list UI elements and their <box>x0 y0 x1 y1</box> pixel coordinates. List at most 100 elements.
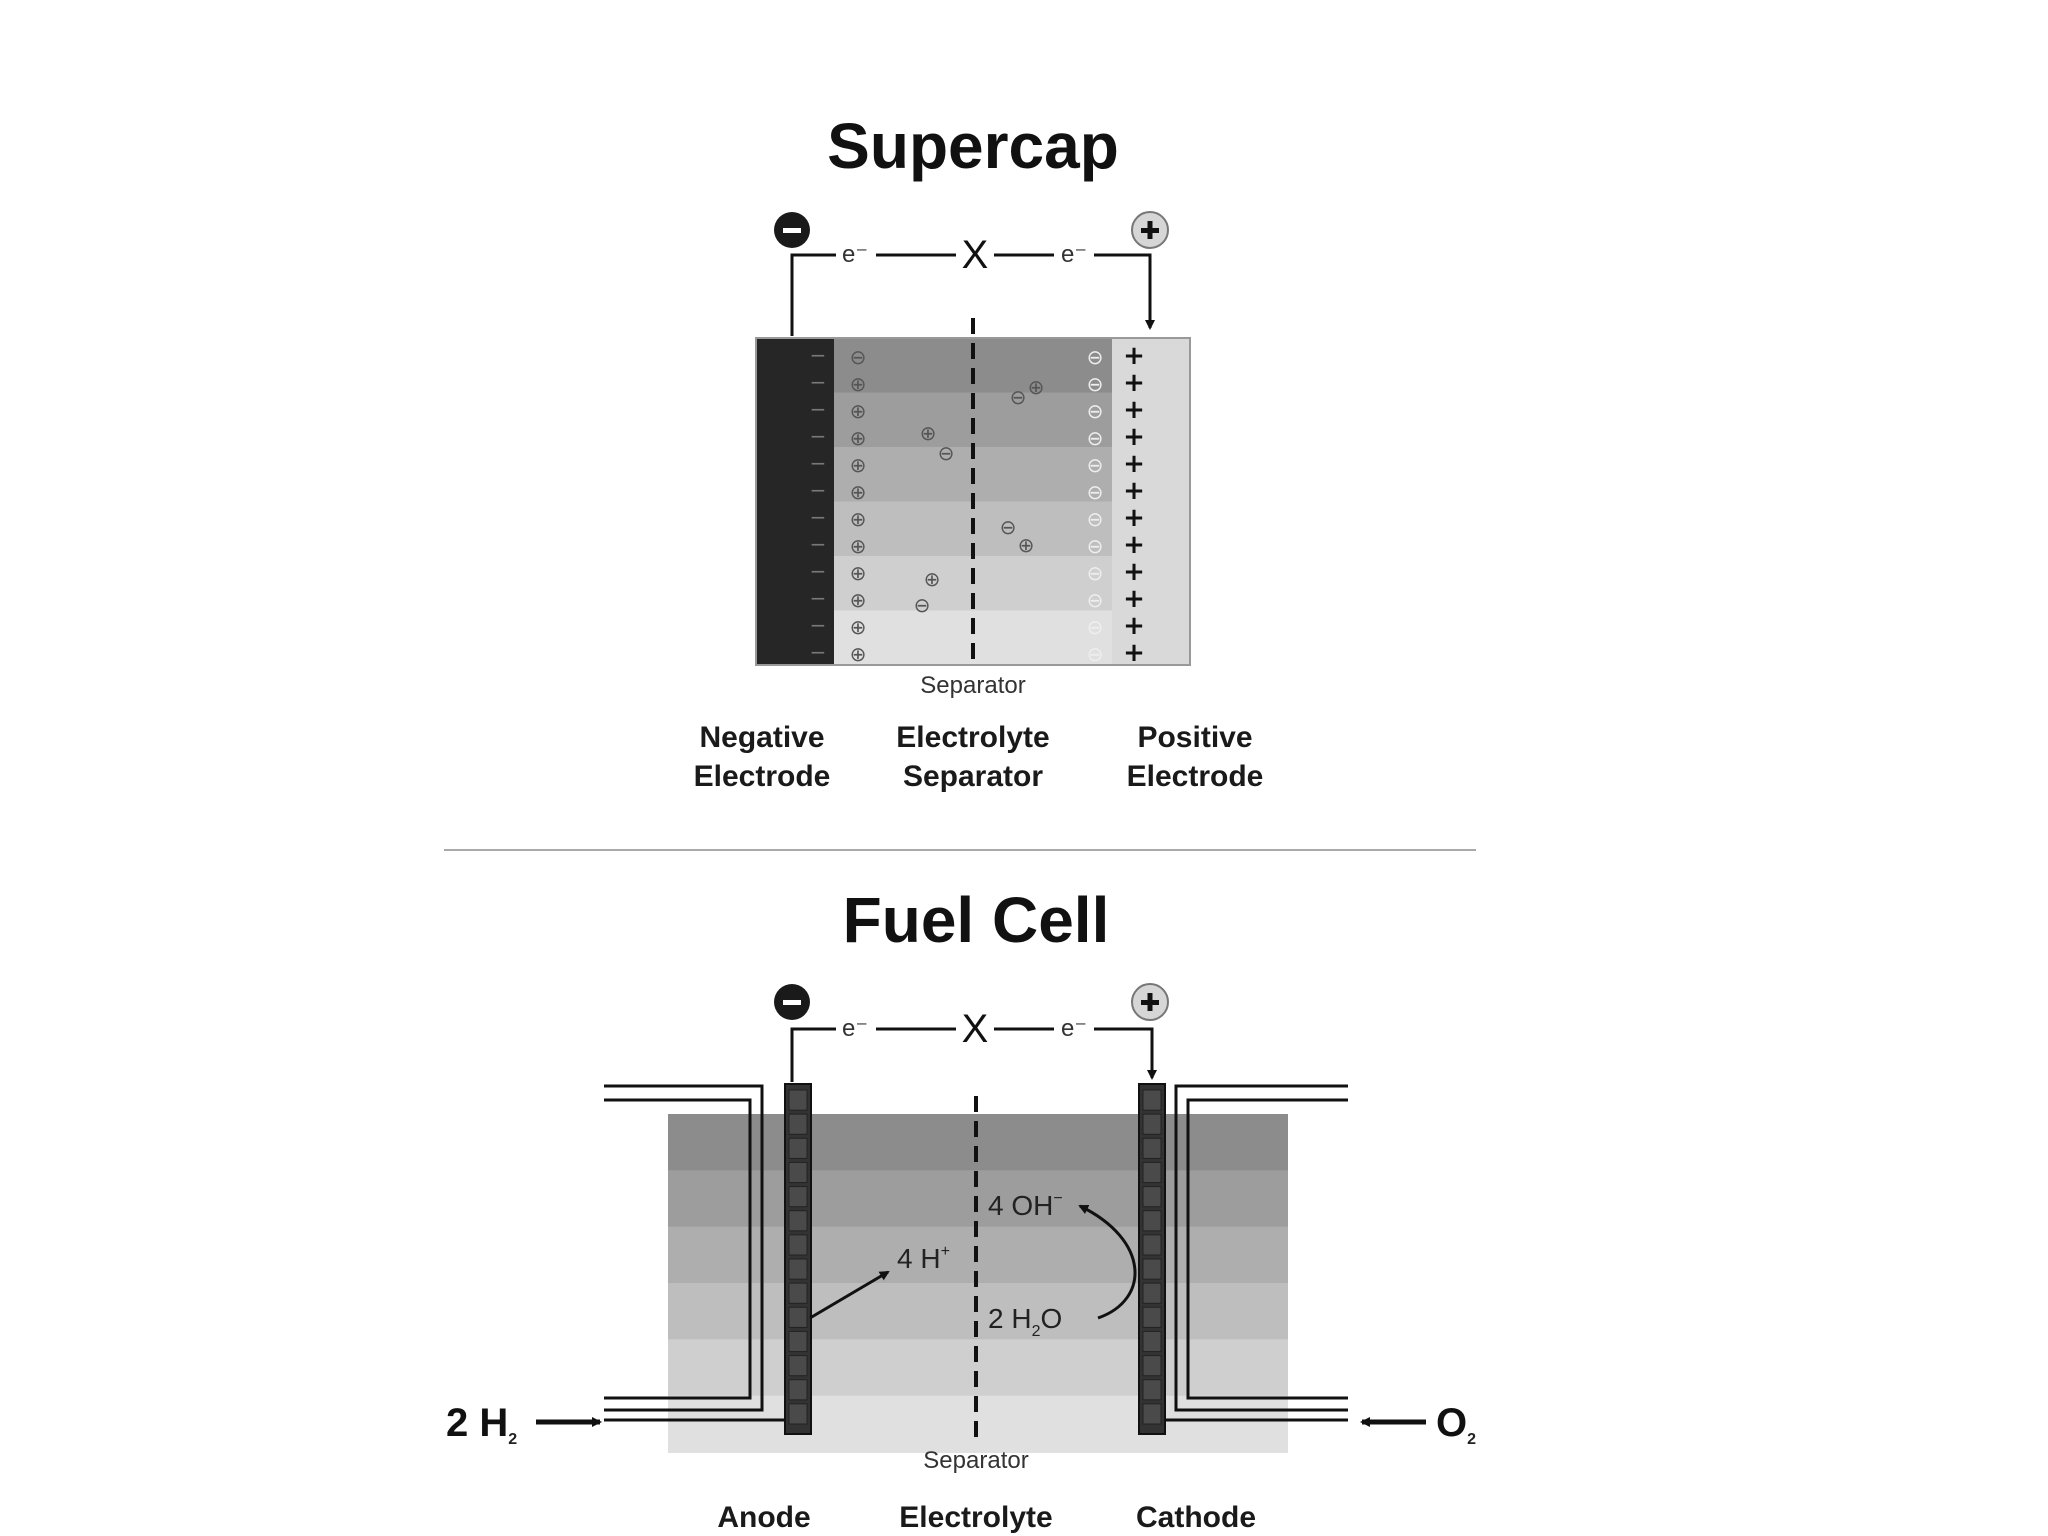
electrode-segment <box>788 1161 808 1184</box>
anion-layer-ion: ⊖ <box>1087 615 1104 639</box>
free-ion: ⊕ <box>1028 375 1045 399</box>
electrode-segment <box>788 1379 808 1401</box>
negative-charge: − <box>810 370 827 394</box>
electrode-segment <box>788 1403 808 1425</box>
supercap-label-negative-1: Negative <box>699 721 824 754</box>
cation-layer-ion: ⊕ <box>850 453 867 477</box>
electrode-segment <box>1142 1137 1162 1159</box>
hydroxide-ion-label: 4 OH− <box>988 1190 1063 1221</box>
supercap-electron-right: e⁻ <box>1061 241 1087 268</box>
anion-layer-ion: ⊖ <box>1087 453 1104 477</box>
supercap-label-electrolyte-1: Electrolyte <box>896 721 1049 754</box>
cation-layer-ion: ⊕ <box>850 507 867 531</box>
supercap-negative-terminal <box>774 212 810 248</box>
hydrogen-ion-arrow <box>809 1270 890 1320</box>
positive-charge: + <box>1123 638 1145 668</box>
electrode-segment <box>1142 1234 1162 1256</box>
negative-charge: − <box>810 532 827 556</box>
supercap-electron-left: e⁻ <box>842 241 868 268</box>
electrode-segment <box>788 1210 808 1232</box>
electrode-segment <box>1142 1113 1162 1135</box>
fuelcell-positive-terminal <box>1131 983 1169 1021</box>
anion-layer-ion: ⊖ <box>1087 642 1104 666</box>
fuelcell-title: Fuel Cell <box>843 884 1110 956</box>
positive-charge: + <box>1123 557 1145 587</box>
fuelcell-label-cathode: Cathode <box>1136 1501 1256 1534</box>
supercap-positive-terminal <box>1131 211 1169 249</box>
negative-charge: − <box>810 424 827 448</box>
anion-layer-ion: ⊖ <box>1087 561 1104 585</box>
supercap-negative-electrode <box>756 338 834 665</box>
fuelcell-negative-terminal <box>774 984 810 1020</box>
negative-charge: − <box>810 343 827 367</box>
fuelcell-hydrogen-channel <box>604 1084 786 1422</box>
free-ion: ⊕ <box>920 421 937 445</box>
cation-layer-ion: ⊕ <box>850 642 867 666</box>
water-label: 2 H2O <box>988 1303 1062 1340</box>
positive-charge: + <box>1123 341 1145 371</box>
cation-layer-ion: ⊕ <box>850 426 867 450</box>
negative-charge: − <box>810 505 827 529</box>
positive-charge: + <box>1123 368 1145 398</box>
fuelcell-cathode-electrode <box>1138 1083 1166 1435</box>
electrode-segment <box>1142 1258 1162 1280</box>
electrode-segment <box>1142 1306 1162 1328</box>
electrode-segment <box>788 1186 808 1208</box>
free-ion: ⊖ <box>914 593 931 617</box>
positive-charge: + <box>1123 611 1145 641</box>
fuelcell-external-circuit <box>790 1027 1157 1082</box>
electrode-segment <box>788 1234 808 1256</box>
supercap-separator-label: Separator <box>920 672 1025 699</box>
electrode-segment <box>788 1330 808 1353</box>
electrode-segment <box>1142 1089 1162 1111</box>
supercap-label-electrolyte-2: Separator <box>903 760 1043 793</box>
positive-charge: + <box>1123 503 1145 533</box>
electrode-segment <box>1142 1282 1162 1304</box>
cation-layer-ion: ⊕ <box>850 534 867 558</box>
negative-charge: − <box>810 397 827 421</box>
free-ion: ⊖ <box>938 441 955 465</box>
negative-charge: − <box>810 586 827 610</box>
supercap-diagram: Supercap e⁻ e⁻ X −⊖⊖+−⊕⊖+−⊕⊖+−⊕⊖+−⊕⊖+−⊕⊖… <box>694 110 1264 793</box>
free-ion: ⊖ <box>1000 515 1017 539</box>
cation-layer-ion: ⊕ <box>850 615 867 639</box>
anion-layer-ion: ⊖ <box>1087 507 1104 531</box>
cation-layer-ion: ⊕ <box>850 372 867 396</box>
supercap-switch: X <box>962 233 989 277</box>
electrode-segment <box>788 1306 808 1328</box>
minus-icon <box>783 1000 801 1005</box>
electrode-segment <box>788 1137 808 1159</box>
negative-charge: − <box>810 451 827 475</box>
free-ion: ⊕ <box>924 567 941 591</box>
fuelcell-diagram: Fuel Cell e⁻ e⁻ X <box>446 884 1476 1534</box>
free-ion: ⊖ <box>1010 385 1027 409</box>
anion-layer-ion: ⊖ <box>1087 480 1104 504</box>
cation-layer-ion: ⊕ <box>850 399 867 423</box>
supercap-cell-outline <box>755 337 1191 666</box>
supercap-label-positive-2: Electrode <box>1127 760 1264 793</box>
negative-charge: − <box>810 640 827 664</box>
cation-layer-ion: ⊕ <box>850 480 867 504</box>
electrode-segment <box>788 1282 808 1304</box>
fuelcell-electron-right: e⁻ <box>1061 1015 1087 1042</box>
electrode-segment <box>1142 1186 1162 1208</box>
negative-charge: − <box>810 559 827 583</box>
positive-charge: + <box>1123 449 1145 479</box>
supercap-positive-electrode <box>1112 338 1190 665</box>
electrode-segment <box>1142 1330 1162 1353</box>
electrode-segment <box>1142 1403 1162 1425</box>
anion-layer-ion: ⊖ <box>1087 588 1104 612</box>
hydrogen-inlet-label: 2 H2 <box>446 1401 517 1448</box>
supercap-label-positive-1: Positive <box>1137 721 1252 754</box>
oxygen-inlet-label: O2 <box>1436 1401 1476 1448</box>
supercap-external-circuit <box>790 253 1155 336</box>
electrode-segment <box>788 1258 808 1280</box>
fuelcell-anode-electrode <box>784 1083 812 1435</box>
anion-layer-ion: ⊖ <box>1087 534 1104 558</box>
positive-charge: + <box>1123 530 1145 560</box>
supercap-title: Supercap <box>827 110 1119 182</box>
electrode-segment <box>788 1089 808 1111</box>
electrode-segment <box>1142 1210 1162 1232</box>
cation-layer-ion: ⊕ <box>850 588 867 612</box>
